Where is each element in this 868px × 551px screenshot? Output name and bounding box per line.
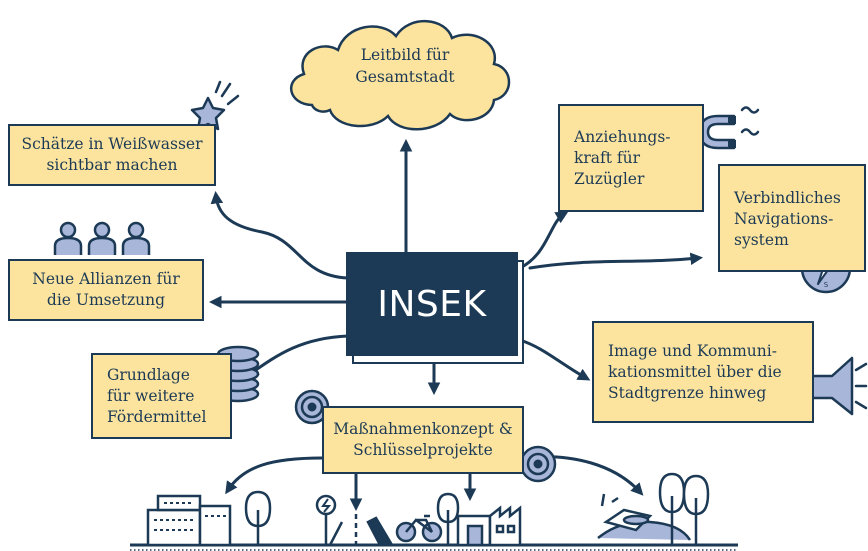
anziehung-line-3: Zuzügler bbox=[574, 169, 645, 188]
leitbild-node: Leitbild für Gesamtstadt bbox=[310, 44, 500, 88]
grundlage-line-2: für weitere bbox=[107, 386, 195, 405]
arrow-to-schaetze bbox=[210, 190, 350, 280]
megaphone-icon bbox=[810, 356, 868, 416]
star-icon bbox=[190, 80, 240, 131]
anziehung-box: Anziehungs- kraft für Zuzügler bbox=[558, 104, 704, 212]
schaetze-line-1: Schätze in Weißwasser bbox=[21, 135, 203, 153]
allianzen-line-1: Neue Allianzen für bbox=[32, 270, 180, 288]
building-icon bbox=[146, 494, 232, 547]
image-box: Image und Kommuni- kationsmittel über di… bbox=[592, 321, 814, 423]
arrow-to-navigation bbox=[528, 252, 704, 270]
grundlage-line-1: Grundlage bbox=[107, 365, 190, 384]
massnahmen-line-1: Maßnahmenkonzept & bbox=[333, 420, 513, 438]
landscape-icon bbox=[597, 493, 692, 541]
schaetze-line-2: sichtbar machen bbox=[46, 156, 178, 174]
target-icon bbox=[519, 445, 557, 483]
insek-label: INSEK bbox=[377, 283, 487, 325]
navigation-line-2: Navigations- bbox=[734, 210, 834, 228]
massnahmen-box: Maßnahmenkonzept & Schlüsselprojekte bbox=[322, 406, 524, 474]
massnahmen-line-2: Schlüsselprojekte bbox=[353, 441, 493, 459]
arrow-to-buildings bbox=[225, 456, 324, 495]
magnet-icon bbox=[698, 106, 760, 150]
tree-icon bbox=[244, 490, 272, 545]
anziehung-line-2: kraft für bbox=[574, 148, 641, 167]
image-line-2: kationsmittel über die bbox=[608, 362, 782, 381]
charging-station-icon bbox=[315, 494, 337, 545]
allianzen-box: Neue Allianzen für die Umsetzung bbox=[8, 259, 204, 321]
grundlage-line-3: Fördermittel bbox=[107, 407, 207, 426]
leitbild-line-1: Leitbild für bbox=[360, 46, 450, 64]
ground-line bbox=[130, 543, 738, 551]
schaetze-box: Schätze in Weißwasser sichtbar machen bbox=[8, 124, 216, 186]
factory-icon bbox=[456, 505, 522, 547]
leitbild-line-2: Gesamtstadt bbox=[355, 68, 455, 86]
image-line-1: Image und Kommuni- bbox=[608, 341, 777, 360]
people-icon bbox=[53, 221, 151, 255]
arrow-to-anziehung bbox=[518, 211, 569, 270]
tree-icon bbox=[436, 492, 460, 545]
arrow-to-grundlage bbox=[245, 334, 350, 377]
insek-center-node: INSEK bbox=[346, 252, 518, 356]
image-line-3: Stadtgrenze hinweg bbox=[608, 383, 767, 402]
navigation-line-3: system bbox=[734, 231, 789, 249]
navigation-line-1: Verbindliches bbox=[734, 189, 841, 207]
arrow-to-image bbox=[518, 338, 591, 381]
cloud-shape bbox=[289, 20, 511, 131]
grundlage-box: Grundlage für weitere Fördermittel bbox=[91, 353, 232, 439]
allianzen-line-2: die Umsetzung bbox=[46, 291, 166, 309]
anziehung-line-1: Anziehungs- bbox=[574, 127, 671, 146]
svg-text:S: S bbox=[824, 281, 829, 289]
bicycle-icon bbox=[395, 514, 443, 543]
tree-icon bbox=[658, 472, 710, 545]
road-icon bbox=[328, 514, 395, 547]
navigation-box: Verbindliches Navigations- system bbox=[718, 164, 866, 272]
